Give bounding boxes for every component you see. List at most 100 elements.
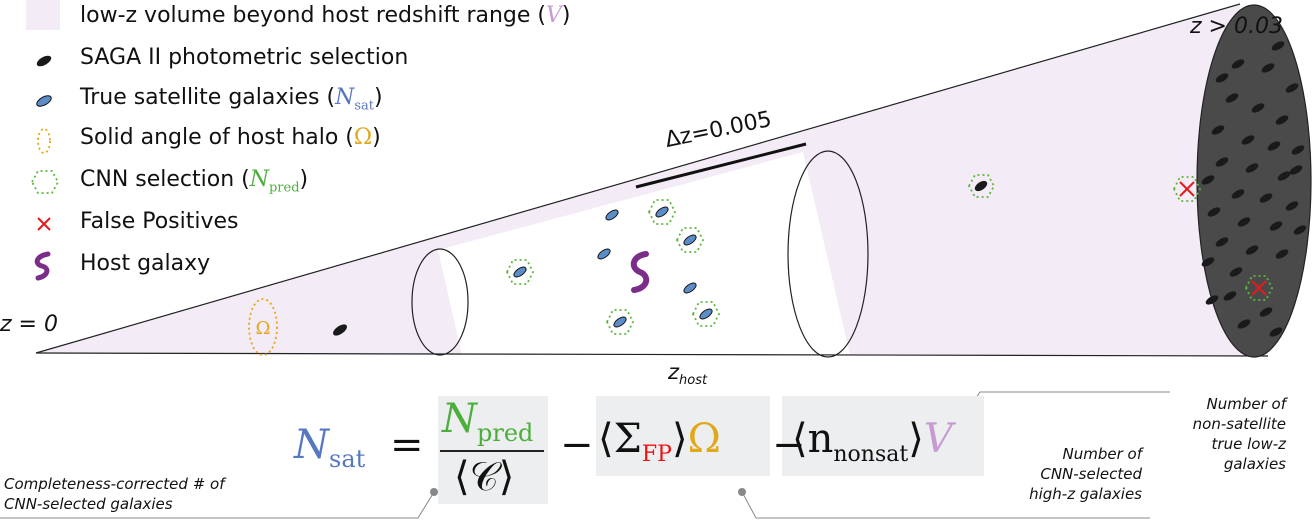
legend-item-cnn: CNN selection (Npred) (26, 164, 546, 200)
far-galaxy (1261, 63, 1275, 73)
far-galaxy (1215, 237, 1229, 247)
cnn-selection-marker (691, 301, 721, 327)
far-galaxy (1269, 221, 1283, 231)
true-satellite-galaxy (613, 316, 627, 328)
cnn-selection-marker (605, 309, 635, 335)
eq-denominator: ⟨𝒞⟩ (454, 454, 515, 500)
legend-label-photometric: SAGA II photometric selection (80, 45, 409, 70)
far-galaxy (1275, 115, 1289, 125)
note-highz: Number of CNN-selected high-z galaxies (1010, 444, 1142, 504)
cnn-selection-far (967, 174, 996, 198)
cnn-selection-marker (505, 259, 535, 285)
far-galaxy (1291, 145, 1305, 155)
eq-numerator: Npred (442, 396, 533, 447)
note-completeness-line2: CNN-selected galaxies (4, 495, 173, 513)
eq-minus-2: − (772, 422, 806, 468)
eq-sigma: ⟨Σ (598, 416, 642, 462)
far-galaxy (1259, 307, 1273, 317)
equation: Nsat = Npred ⟨𝒞⟩ − ⟨ΣFP⟩Ω − ⟨nnonsat⟩V (294, 396, 1014, 506)
leader-completeness-dot (430, 488, 438, 496)
far-galaxy (1229, 267, 1243, 277)
spiral-galaxy-icon (34, 251, 51, 281)
eq-sub-fp: FP (641, 442, 672, 467)
leader-highz (741, 491, 1150, 519)
dotted-ellipse-icon (37, 128, 51, 154)
legend-item-volume: low-z volume beyond host redshift range … (26, 0, 571, 36)
red-cross-icon (37, 217, 51, 231)
eq-equals: = (390, 422, 424, 468)
leader-completeness (0, 491, 435, 519)
cone-top-edge (35, 3, 1241, 354)
legend-sub-pred: pred (268, 180, 300, 196)
solid-angle-ellipse (248, 298, 278, 356)
far-galaxy (1231, 59, 1245, 69)
note-completeness: Completeness-corrected # of CNN-selected… (4, 474, 225, 514)
legend-symbol-nsat: N (335, 85, 355, 110)
far-galaxy (1245, 163, 1259, 173)
note-nonsat-line2: non-satellite (1192, 415, 1286, 433)
far-galaxy (1271, 41, 1285, 51)
far-galaxy (1223, 291, 1237, 301)
dotted-hexagon-icon (30, 170, 60, 194)
far-end-disk (1196, 4, 1312, 358)
far-galaxy (1245, 245, 1259, 255)
legend-item-satellites: True satellite galaxies (Nsat) (26, 82, 546, 118)
false-positive-1 (1172, 176, 1202, 202)
far-galaxy (1225, 93, 1239, 103)
z-host-sub: host (679, 373, 708, 389)
legend-symbol-npred: N (249, 167, 269, 192)
eq-term-nonsat: ⟨nnonsat⟩V (792, 416, 953, 467)
far-galaxy (1231, 189, 1245, 199)
far-galaxy (1293, 225, 1307, 235)
blue-ellipse-icon (36, 95, 52, 107)
cnn-selection-marker (675, 227, 705, 253)
delta-z-bar (635, 142, 807, 189)
far-galaxy (1285, 83, 1299, 93)
eq-term2-close: ⟩ (671, 416, 688, 462)
eq-n-nonsat: ⟨n (792, 416, 834, 462)
true-satellite-galaxy (597, 248, 611, 260)
cone-bottom-edge (35, 352, 1269, 357)
far-galaxy (1237, 319, 1251, 329)
far-galaxy (1215, 73, 1229, 83)
legend-label-host: Host galaxy (80, 251, 211, 276)
eq-term3-close: ⟩ (908, 416, 924, 462)
far-galaxy (1215, 157, 1229, 167)
true-satellite-galaxy (513, 266, 527, 278)
note-highz-line2: CNN-selected (1040, 465, 1142, 483)
photometric-galaxy (333, 324, 347, 336)
far-galaxy (1289, 165, 1303, 175)
eq-lhs-sub: sat (329, 445, 366, 473)
far-galaxy (1207, 207, 1221, 217)
legend-label-satellites: True satellite galaxies ( (80, 85, 336, 110)
host-galaxy (630, 251, 650, 293)
note-nonsat-line4: galaxies (1223, 455, 1286, 473)
legend-symbol-v: V (546, 3, 562, 28)
note-highz-line3: high-z galaxies (1029, 485, 1142, 503)
true-satellite-galaxy (699, 308, 713, 320)
far-galaxy (1251, 103, 1265, 113)
legend-close-cnn: ) (299, 167, 309, 192)
legend-item-photometric: SAGA II photometric selection (26, 42, 546, 78)
eq-sub-nonsat: nonsat (833, 442, 909, 467)
eq-omega: Ω (687, 416, 721, 462)
far-photometric-galaxies (1201, 41, 1307, 337)
far-galaxy (1259, 193, 1273, 203)
legend-item-host: Host galaxy (26, 248, 546, 284)
cnn-selection-marker (647, 199, 677, 225)
true-satellite-galaxy (605, 209, 619, 221)
black-ellipse-icon (36, 55, 52, 67)
far-galaxy (1201, 175, 1215, 185)
z-far-label: z > 0.03 (1190, 14, 1283, 39)
legend-item-false-positives: False Positives (26, 206, 546, 242)
z-zero-label: z = 0 (0, 312, 58, 337)
eq-num-sub: pred (477, 419, 534, 447)
far-galaxy (1211, 125, 1225, 135)
legend-sub-sat: sat (354, 98, 374, 114)
near-slice-ellipse (411, 248, 469, 356)
true-satellite-galaxy (683, 282, 697, 294)
box-nonsat (782, 396, 984, 476)
far-galaxy (1269, 327, 1283, 337)
legend-item-solid-angle: Solid angle of host halo (Ω) (26, 122, 546, 158)
